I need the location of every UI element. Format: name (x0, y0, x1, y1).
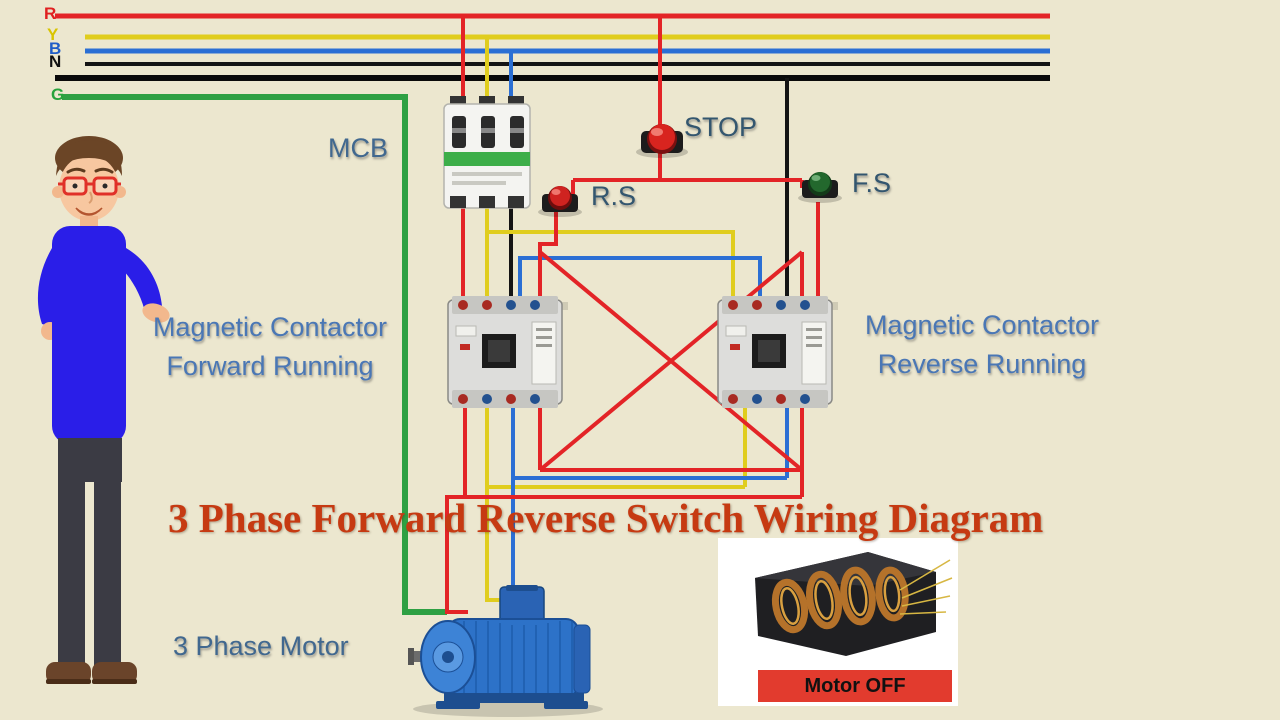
forward-contactor-label: Magnetic Contactor Forward Running (120, 308, 420, 386)
reverse-contactor-label-line2: Reverse Running (877, 349, 1087, 379)
mcb-label: MCB (328, 133, 388, 163)
motor-off-banner: Motor OFF (758, 670, 952, 702)
power-bus-lines (55, 13, 1050, 81)
cartoon-presenter (37, 136, 170, 684)
rs-button (538, 186, 582, 217)
bus-label-b: B (49, 39, 62, 58)
forward-contactor-label-line1: Magnetic Contactor (152, 312, 388, 342)
reverse-contactor-label: Magnetic Contactor Reverse Running (832, 306, 1132, 384)
red-glasses (58, 176, 121, 196)
stop-label: STOP (684, 112, 758, 142)
bus-label-y: Y (47, 25, 59, 44)
stop-button (636, 124, 688, 158)
forward-contactor-label-line2: Forward Running (166, 351, 374, 381)
bus-label-g: G (51, 85, 65, 104)
fs-label: F.S (852, 168, 892, 198)
mcb-breaker (443, 96, 531, 209)
green-earth-wire (62, 94, 447, 615)
bus-label-n: N (49, 52, 62, 71)
forward-contactor (447, 296, 568, 408)
reverse-contactor (717, 296, 838, 408)
three-phase-motor (408, 585, 603, 717)
rs-label: R.S (591, 181, 637, 211)
fs-button (798, 172, 842, 203)
bus-label-r: R (44, 4, 57, 23)
red-wires (445, 16, 820, 614)
motor-off-text: Motor OFF (804, 674, 906, 697)
motor-label: 3 Phase Motor (173, 631, 349, 661)
diagram-title: 3 Phase Forward Reverse Switch Wiring Di… (168, 495, 1044, 541)
reverse-contactor-label-line1: Magnetic Contactor (864, 310, 1100, 340)
